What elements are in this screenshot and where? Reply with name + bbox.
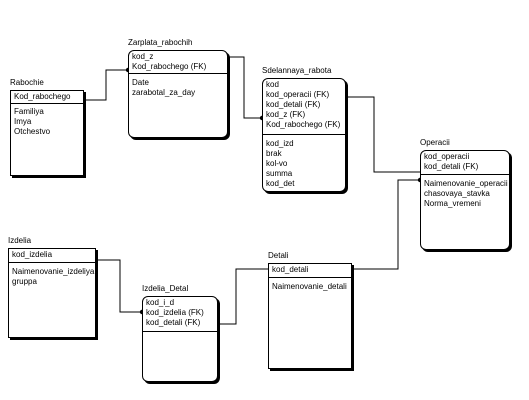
primary-key-section: kod_detali [269, 264, 351, 278]
attribute: kol-vo [266, 159, 288, 168]
entity-rabochie[interactable]: Rabochie Kod_rabochego Familiya Imya Otc… [10, 78, 84, 176]
attribute: Familiya [14, 107, 44, 116]
relationship-operacii-sdelannaya [346, 96, 420, 173]
entity-sdelannaya-rabota[interactable]: Sdelannaya_rabota kod kod_operacii (FK) … [262, 66, 346, 192]
key-attribute: Kod_rabochego (FK) [266, 120, 341, 129]
key-attribute: kod_izdelia [12, 250, 53, 259]
attribute: Naimenovanie_izdeliya [12, 267, 95, 276]
attribute: kod_izd [266, 139, 294, 148]
primary-key-section: kod_i_d kod_izdelia (FK) kod_detali (FK) [143, 297, 217, 332]
entity-box: kod_i_d kod_izdelia (FK) kod_detali (FK) [142, 296, 218, 382]
attribute: gruppa [12, 277, 37, 286]
entity-title: Zarplata_rabochih [128, 38, 193, 47]
key-attribute: Kod_rabochego [14, 92, 71, 101]
entity-title: Rabochie [10, 78, 44, 87]
relationship-zarplata-sdelannaya [228, 56, 262, 119]
attribute: kod_det [266, 179, 295, 188]
entity-box: kod kod_operacii (FK) kod_detali (FK) ko… [262, 78, 346, 192]
key-attribute: kod_i_d [146, 298, 175, 307]
attribute-section: Naimenovanie_izdeliya gruppa [9, 266, 95, 288]
attribute: Naimenovanie_detali [272, 282, 347, 291]
primary-key-section: kod_izdelia [9, 249, 95, 263]
entity-box: Kod_rabochego Familiya Imya Otchestvo [10, 90, 84, 176]
entity-zarplata-rabochih[interactable]: Zarplata_rabochih kod_z Kod_rabochego (F… [128, 38, 228, 138]
key-attribute: kod_operacii (FK) [266, 90, 330, 99]
key-attribute: kod_operacii [424, 152, 470, 161]
key-attribute: kod_detali (FK) [146, 318, 201, 327]
entity-title: Izdelia [8, 236, 32, 245]
attribute: Otchestvo [14, 127, 51, 136]
primary-key-section: Kod_rabochego [11, 91, 83, 104]
relationship-detali-operacii [352, 179, 420, 270]
key-attribute: Kod_rabochego (FK) [132, 62, 207, 71]
entity-operacii[interactable]: Operacii kod_operacii kod_detali (FK) Na… [420, 138, 510, 250]
primary-key-section: kod_z Kod_rabochego (FK) [129, 51, 227, 74]
key-attribute: kod [266, 80, 279, 89]
entity-title: Izdelia_Detal [142, 284, 189, 293]
entity-izdelia[interactable]: Izdelia kod_izdelia Naimenovanie_izdeliy… [8, 236, 96, 338]
key-attribute: kod_z [132, 52, 154, 61]
entity-title: Detali [268, 251, 289, 260]
entity-box: kod_izdelia Naimenovanie_izdeliya gruppa [8, 248, 96, 338]
relationship-izdelia-izdelia-detal [96, 259, 142, 313]
attribute: summa [266, 169, 293, 178]
attribute: zarabotal_za_day [132, 88, 196, 97]
primary-key-section: kod_operacii kod_detali (FK) [421, 151, 509, 175]
attribute: Date [132, 78, 149, 87]
attribute: Norma_vremeni [424, 199, 481, 208]
relationship-detali-izdelia-detal [218, 268, 268, 325]
key-attribute: kod_z (FK) [266, 110, 306, 119]
key-attribute: kod_detali (FK) [424, 162, 479, 171]
attribute-section: Familiya Imya Otchestvo [11, 106, 83, 138]
attribute: Naimenovanie_operacii [424, 179, 508, 188]
entity-box: kod_operacii kod_detali (FK) Naimenovani… [420, 150, 510, 250]
key-attribute: kod_detali [272, 265, 309, 274]
key-attribute: kod_detali (FK) [266, 100, 321, 109]
attribute: chasovaya_stavka [424, 189, 490, 198]
entity-title: Operacii [420, 138, 450, 147]
entity-title: Sdelannaya_rabota [262, 66, 332, 75]
attribute-section: Naimenovanie_detali [269, 281, 351, 293]
attribute-section: Naimenovanie_operacii chasovaya_stavka N… [421, 178, 509, 210]
attribute: Imya [14, 117, 32, 126]
entity-izdelia-detal[interactable]: Izdelia_Detal kod_i_d kod_izdelia (FK) k… [142, 284, 218, 382]
primary-key-section: kod kod_operacii (FK) kod_detali (FK) ko… [263, 79, 345, 135]
attribute-section: Date zarabotal_za_day [129, 77, 227, 99]
entity-box: kod_detali Naimenovanie_detali [268, 263, 352, 369]
attribute-section: kod_izd brak kol-vo summa kod_det [263, 138, 345, 190]
entity-detali[interactable]: Detali kod_detali Naimenovanie_detali [268, 251, 352, 369]
key-attribute: kod_izdelia (FK) [146, 308, 204, 317]
entity-box: kod_z Kod_rabochego (FK) Date zarabotal_… [128, 50, 228, 138]
relationship-rabochie-zarplata [84, 69, 128, 101]
attribute: brak [266, 149, 282, 158]
